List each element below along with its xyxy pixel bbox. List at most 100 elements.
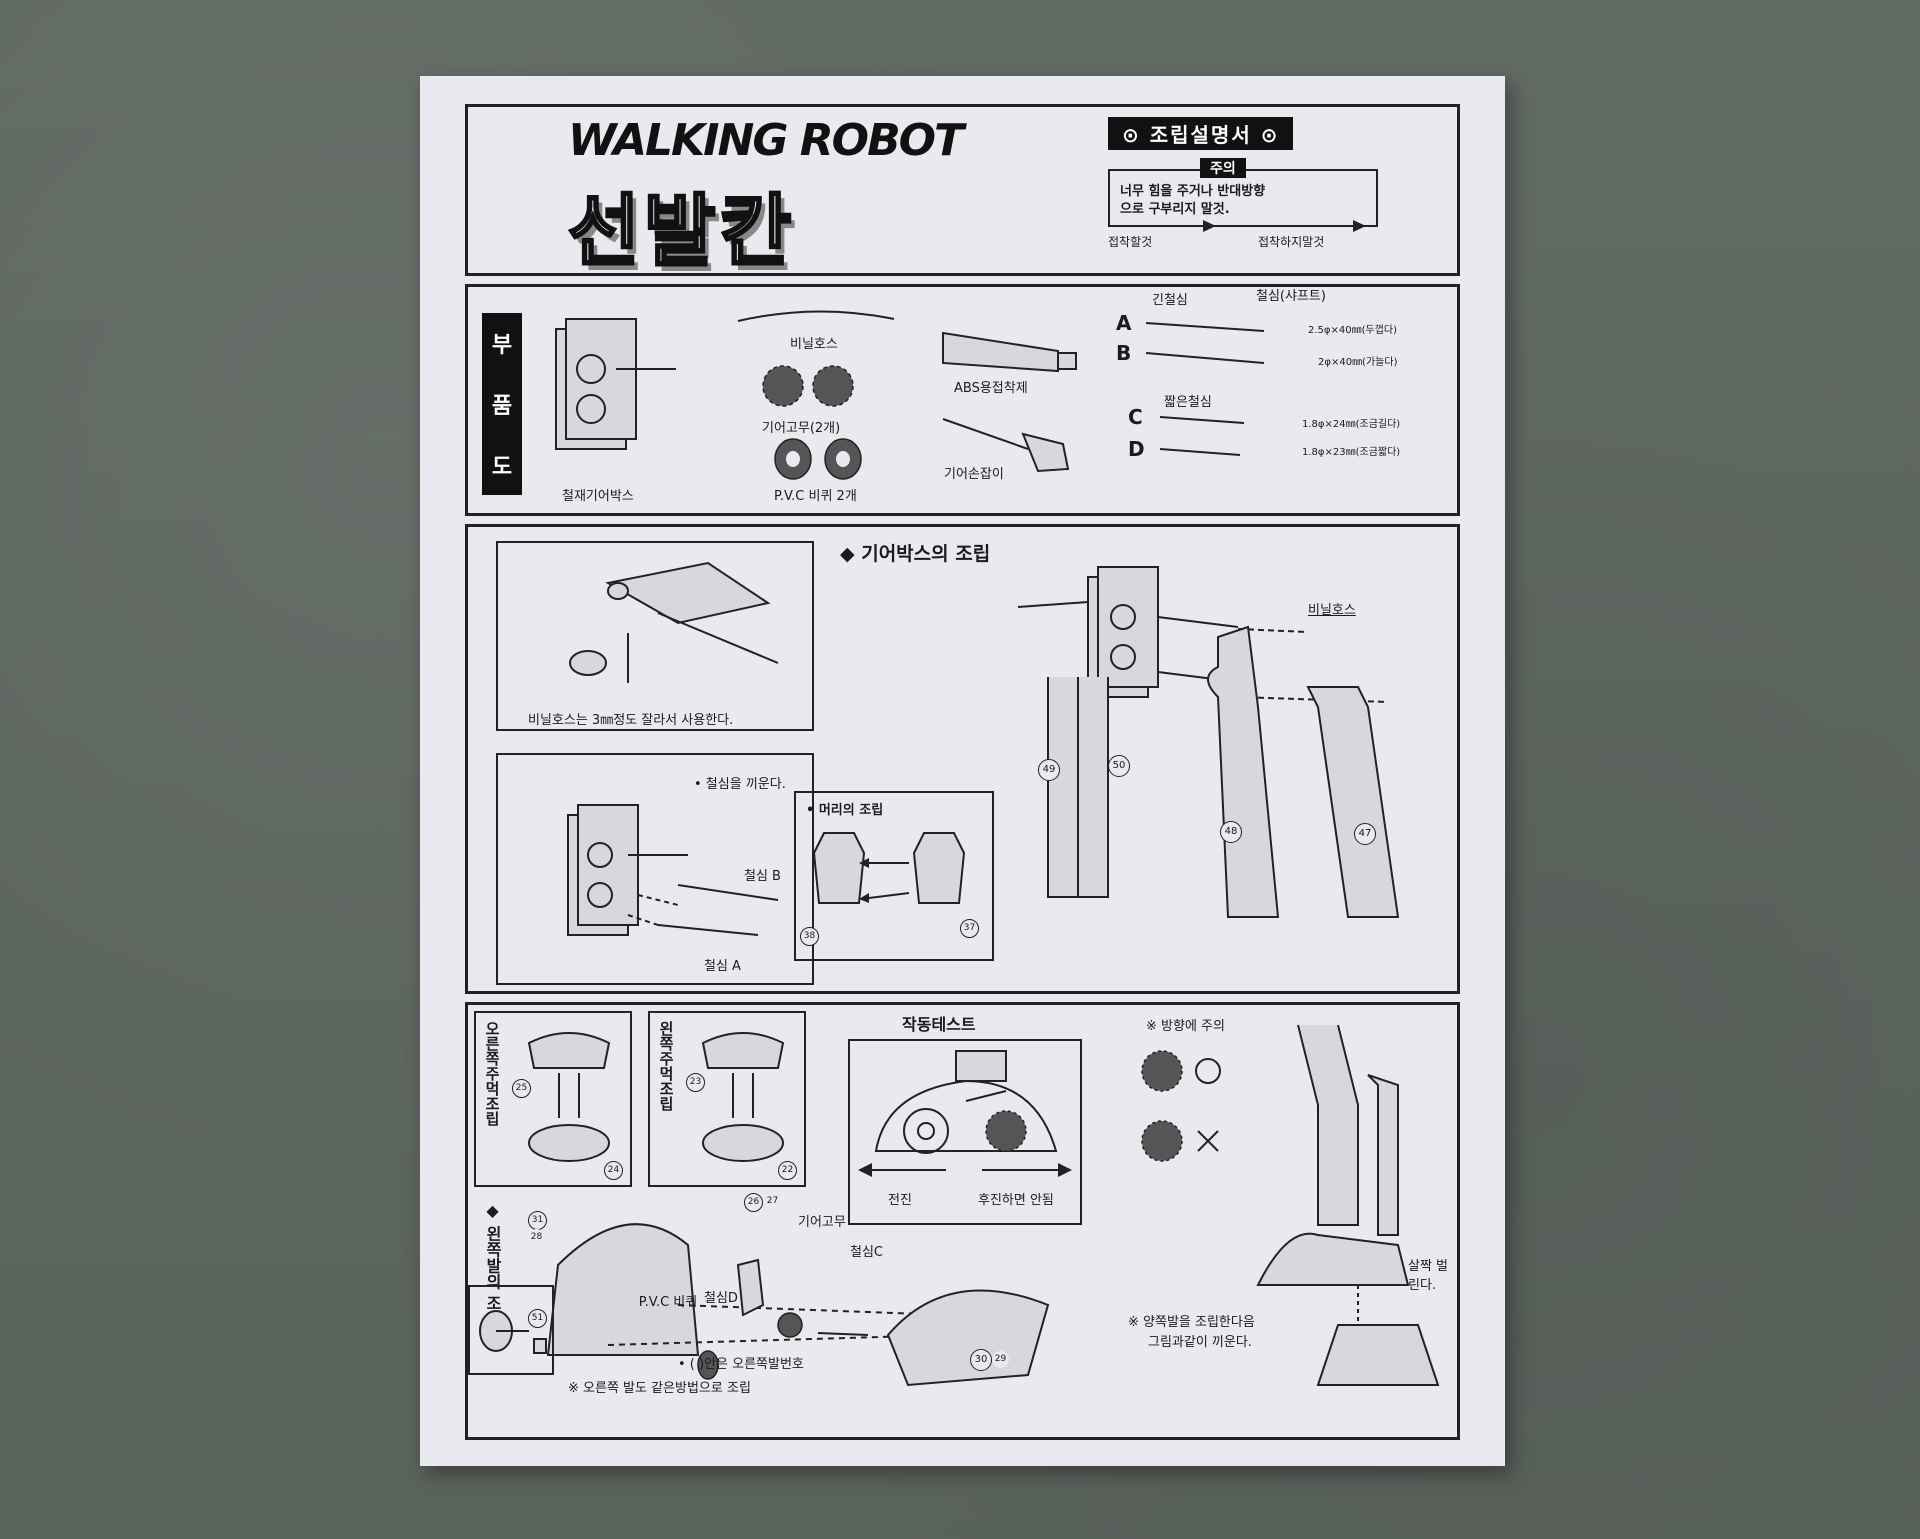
vinyl-hose-label: 비닐호스 bbox=[790, 337, 838, 352]
part-number-51: 51 bbox=[528, 1309, 547, 1328]
head-assembly-inset: • 머리의 조립 38 37 bbox=[794, 791, 994, 961]
insert-note: • 철심을 끼운다. bbox=[694, 777, 786, 792]
spec-a: 2.5φ×40㎜(두껍다) bbox=[1308, 325, 1398, 336]
glue-label: ABS용접착제 bbox=[954, 381, 1028, 396]
left-fist-label: 왼쪽주먹조립 bbox=[657, 1021, 675, 1111]
logo-korean: 선발칸 bbox=[566, 186, 796, 279]
shaft-drawings bbox=[1145, 322, 1265, 456]
pvc-wheel-label: P.V.C 비퀴 2개 bbox=[774, 489, 857, 504]
operation-test-drawing bbox=[874, 1050, 1058, 1154]
forward-arrow-icon bbox=[858, 1163, 946, 1177]
foot-panel: 오른쪽주먹조립 25 24 왼쪽주먹조립 23 22 ◆ 왼쪽발의 조립 bbox=[465, 1002, 1460, 1440]
legend-noglue: 접착하지말것 bbox=[1258, 220, 1366, 250]
legend-noglue-label: 접착하지말것 bbox=[1258, 235, 1325, 249]
test-title: 작동테스트 bbox=[902, 1015, 976, 1034]
both-feet-note-1: ※ 양쪽발을 조립한다음 bbox=[1128, 1315, 1255, 1330]
legend-glue-label: 접착할것 bbox=[1108, 235, 1153, 249]
direction-ok-drawing bbox=[1141, 1050, 1221, 1162]
part-number-49: 49 bbox=[1038, 759, 1060, 781]
letter-a: A bbox=[1116, 311, 1132, 335]
long-shaft-label: 긴철심 bbox=[1152, 293, 1188, 308]
gear-rubber-drawing bbox=[762, 365, 854, 407]
solid-arrow-icon bbox=[1108, 220, 1216, 232]
letter-d: D bbox=[1128, 437, 1145, 461]
gearbox-vinyl-hose-label: 비닐호스 bbox=[1308, 603, 1356, 618]
caution-text: 너무 힘을 주거나 반대방향 으로 구부리지 말것. bbox=[1120, 183, 1265, 219]
right-fist-inset: 오른쪽주먹조립 25 24 bbox=[474, 1011, 632, 1187]
gearbox-panel: 비닐호스는 3㎜정도 잘라서 사용한다. • 철심을 끼운다. 철심 B 철심 … bbox=[465, 524, 1460, 994]
gear-handle-drawing bbox=[942, 418, 1070, 473]
right-fist-drawing bbox=[527, 1032, 611, 1162]
shaft-title: 철심(샤프트) bbox=[1256, 289, 1326, 304]
logo-english: WALKING ROBOT bbox=[568, 115, 964, 166]
caution-box: 주의 너무 힘을 주거나 반대방향 으로 구부리지 말것. bbox=[1108, 158, 1378, 227]
left-fist-inset: 왼쪽주먹조립 23 22 bbox=[648, 1011, 806, 1187]
parts-tab-char-3: 도 bbox=[491, 454, 513, 480]
operation-test-inset: 전진 후진하면 안됨 bbox=[848, 1039, 1082, 1225]
gearbox-drawing bbox=[555, 318, 676, 450]
part-number-27: 27 bbox=[764, 1193, 781, 1210]
spread-label: 살짝 벌린다. bbox=[1408, 1259, 1449, 1293]
gearbox-title: ◆ 기어박스의 조립 bbox=[840, 543, 991, 565]
hose-cut-drawing bbox=[569, 561, 779, 683]
both-feet-note-2: 그림과같이 끼운다. bbox=[1148, 1335, 1252, 1350]
part-number-23: 23 bbox=[686, 1073, 705, 1092]
shaft-a-label: 철심 A bbox=[704, 959, 741, 974]
gear-rubber-label: 기어고무(2개) bbox=[762, 421, 841, 436]
spec-d: 1.8φ×23㎜(조금짧다) bbox=[1302, 447, 1401, 458]
hose-cut-note: 비닐호스는 3㎜정도 잘라서 사용한다. bbox=[528, 713, 734, 728]
vinyl-hose-drawing bbox=[737, 310, 895, 322]
spec-c: 1.8φ×24㎜(조금길다) bbox=[1302, 419, 1401, 430]
parts-tab: 부 품 도 bbox=[482, 313, 522, 495]
direction-note: ※ 방향에 주의 bbox=[1146, 1019, 1225, 1034]
gearbox-leg-assembly-drawing bbox=[1017, 566, 1400, 918]
feet-attach-drawing bbox=[1256, 1024, 1440, 1386]
glue-tube-drawing bbox=[942, 331, 1077, 373]
part-number-50: 50 bbox=[1108, 755, 1130, 777]
part-number-30: 30 bbox=[970, 1349, 992, 1371]
left-foot-title: ◆ 왼쪽발의 조립 bbox=[483, 1201, 502, 1328]
legend-glue: 접착할것 bbox=[1108, 220, 1216, 250]
part-number-29: 29 bbox=[992, 1351, 1009, 1368]
gear-handle-label: 기어손잡이 bbox=[944, 467, 1004, 482]
right-foot-note: ※ 오른쪽 발도 같은방법으로 조립 bbox=[568, 1381, 751, 1396]
shaft-c-label: 철심C bbox=[850, 1245, 883, 1260]
reverse-no-label: 후진하면 안됨 bbox=[978, 1193, 1054, 1208]
spec-b: 2φ×40㎜(가늘다) bbox=[1318, 357, 1398, 368]
parts-tab-char-1: 부 bbox=[491, 333, 513, 359]
wheel-detail-inset: 51 bbox=[468, 1285, 554, 1375]
parts-panel: 부 품 도 철재기어박스 비닐호스 기어고무(2개) P.V.C 비퀴 2개 A… bbox=[465, 284, 1460, 516]
parts-tab-char-2: 품 bbox=[491, 393, 513, 419]
part-number-25: 25 bbox=[512, 1079, 531, 1098]
part-number-47: 47 bbox=[1354, 823, 1376, 845]
caution-line-2: 으로 구부리지 말것. bbox=[1120, 202, 1230, 217]
shaft-b-label: 철심 B bbox=[744, 869, 781, 884]
manual-title: ⊙ 조립설명서 ⊙ bbox=[1108, 117, 1294, 150]
part-number-28: 28 bbox=[528, 1229, 545, 1246]
forward-label: 전진 bbox=[888, 1193, 912, 1208]
right-fist-label: 오른쪽주먹조립 bbox=[483, 1021, 501, 1126]
left-fist-drawing bbox=[701, 1032, 785, 1162]
letter-b: B bbox=[1116, 341, 1132, 365]
reverse-arrow-icon bbox=[982, 1163, 1072, 1177]
dashed-arrow-icon bbox=[1258, 220, 1366, 232]
instruction-sheet: WALKING ROBOT 선발칸 ⊙ 조립설명서 ⊙ 주의 너무 힘을 주거나… bbox=[420, 76, 1505, 1466]
part-number-48: 48 bbox=[1220, 821, 1242, 843]
part-number-31: 31 bbox=[528, 1211, 547, 1230]
foot-gear-rubber-label: 기어고무 bbox=[798, 1215, 846, 1230]
caution-label: 주의 bbox=[1200, 158, 1246, 178]
left-foot-drawing bbox=[546, 1223, 1050, 1387]
part-number-26: 26 bbox=[744, 1193, 763, 1212]
title-panel: WALKING ROBOT 선발칸 ⊙ 조립설명서 ⊙ 주의 너무 힘을 주거나… bbox=[465, 104, 1460, 279]
gearbox-label: 철재기어박스 bbox=[562, 489, 634, 504]
part-number-38: 38 bbox=[800, 927, 819, 946]
part-number-24: 24 bbox=[604, 1161, 623, 1180]
foot-pvc-wheel-label: P.V.C 비퀴 bbox=[638, 1295, 698, 1310]
part-number-37: 37 bbox=[960, 919, 979, 938]
shaft-insert-inset: • 철심을 끼운다. 철심 B 철심 A bbox=[496, 753, 814, 985]
pvc-wheel-drawing bbox=[774, 438, 862, 480]
shaft-insert-drawing bbox=[567, 804, 779, 936]
caution-line-1: 너무 힘을 주거나 반대방향 bbox=[1120, 184, 1266, 199]
paren-note: • ( )안은 오른쪽발번호 bbox=[678, 1357, 804, 1372]
letter-c: C bbox=[1128, 405, 1143, 429]
